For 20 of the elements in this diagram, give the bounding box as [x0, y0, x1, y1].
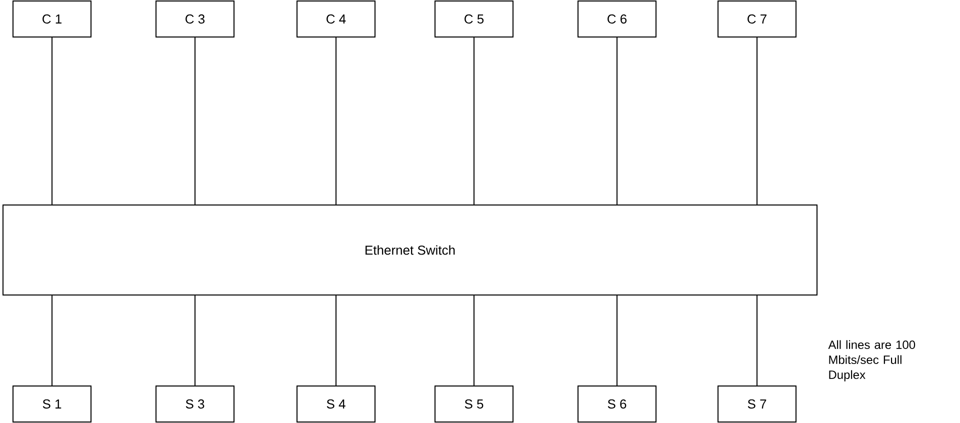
- note-text: All lines are 100 Mbits/sec Full Duplex: [828, 340, 916, 382]
- terminal-box: C 4: [296, 0, 376, 38]
- switch-box: Ethernet Switch: [2, 204, 818, 296]
- terminal-box: S 1: [12, 386, 92, 422]
- connector-line: [616, 37, 618, 205]
- terminal-box: S 5: [434, 386, 514, 422]
- terminal-box: S 7: [718, 386, 796, 422]
- terminal-box: C 1: [12, 0, 92, 38]
- terminal-box: C 5: [434, 0, 514, 38]
- connector-line: [194, 37, 196, 205]
- terminal-box: S 6: [578, 386, 656, 422]
- connector-line: [756, 295, 758, 386]
- terminal-box: S 4: [296, 386, 376, 422]
- connector-line: [756, 37, 758, 205]
- terminal-box: C 7: [718, 0, 796, 38]
- terminal-box: C 6: [578, 0, 656, 38]
- terminal-box: S 3: [156, 386, 234, 422]
- connector-line: [194, 295, 196, 386]
- terminal-box: C 3: [156, 0, 234, 38]
- connector-line: [616, 295, 618, 386]
